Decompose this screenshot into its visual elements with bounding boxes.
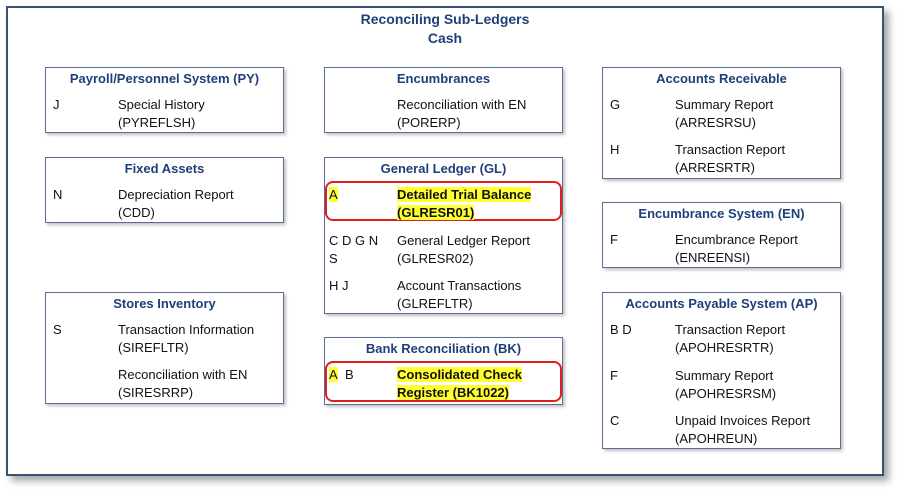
encumbrances-program: (PORERP) bbox=[397, 115, 461, 130]
accounts-payable-title: Accounts Payable System (AP) bbox=[625, 296, 818, 311]
stores-label-1: Transaction Information bbox=[118, 322, 255, 337]
payroll-program: (PYREFLSH) bbox=[118, 115, 196, 130]
gl-code-a: A bbox=[329, 187, 338, 202]
fixed-assets-box: Fixed Assets N Depreciation Report (CDD) bbox=[45, 157, 284, 223]
encumbrance-system-box: Encumbrance System (EN) F Encumbrance Re… bbox=[602, 202, 841, 268]
ap-code-1: B D bbox=[610, 322, 632, 337]
gl-codes-2a: C D G N bbox=[329, 233, 379, 248]
gl-program-1: (GLRESR01) bbox=[397, 205, 475, 220]
general-ledger-box: General Ledger (GL) A Detailed Trial Bal… bbox=[324, 157, 563, 314]
gl-codes-2b: S bbox=[329, 251, 338, 266]
encumbrances-box: Encumbrances Reconciliation with EN (POR… bbox=[324, 67, 563, 133]
bk-code-a: A bbox=[329, 367, 338, 382]
ap-label-1: Transaction Report bbox=[675, 322, 786, 337]
ap-program-2: (APOHRESRSM) bbox=[675, 386, 777, 401]
highlight-outline bbox=[325, 181, 562, 221]
fixed-assets-label: Depreciation Report bbox=[118, 187, 234, 202]
stores-inventory-title: Stores Inventory bbox=[113, 296, 216, 311]
encumbrance-system-title: Encumbrance System (EN) bbox=[638, 206, 805, 221]
accounts-payable-box: Accounts Payable System (AP) B D Transac… bbox=[602, 292, 841, 449]
gl-label-1: Detailed Trial Balance bbox=[397, 187, 532, 202]
fixed-assets-code: N bbox=[53, 187, 63, 202]
diagram-title: Reconciling Sub-Ledgers bbox=[360, 11, 530, 27]
payroll-label: Special History bbox=[118, 97, 205, 112]
ar-label-1: Summary Report bbox=[675, 97, 774, 112]
bk-label: Consolidated Check bbox=[397, 367, 522, 382]
encumbrances-title: Encumbrances bbox=[396, 71, 491, 86]
payroll-code: J bbox=[53, 97, 60, 112]
ar-label-2: Transaction Report bbox=[675, 142, 786, 157]
ap-code-3: C bbox=[610, 413, 620, 428]
ap-program-3: (APOHREUN) bbox=[675, 431, 758, 446]
payroll-title: Payroll/Personnel System (PY) bbox=[69, 71, 260, 86]
highlight-outline bbox=[325, 361, 562, 402]
ap-program-1: (APOHRESRTR) bbox=[675, 340, 774, 355]
diagram-subtitle: Cash bbox=[427, 30, 463, 46]
gl-codes-3: H J bbox=[329, 278, 349, 293]
stores-label-2: Reconciliation with EN bbox=[118, 367, 248, 382]
bk-program: Register (BK1022) bbox=[397, 385, 509, 400]
general-ledger-title: General Ledger (GL) bbox=[380, 161, 507, 176]
gl-program-2: (GLRESR02) bbox=[397, 251, 474, 266]
accounts-receivable-title: Accounts Receivable bbox=[656, 71, 787, 86]
fixed-assets-program: (CDD) bbox=[118, 205, 155, 220]
ap-label-2: Summary Report bbox=[675, 368, 774, 383]
encumbrances-label: Reconciliation with EN bbox=[397, 97, 527, 112]
ar-program-1: (ARRESRSU) bbox=[675, 115, 756, 130]
fixed-assets-title: Fixed Assets bbox=[124, 161, 205, 176]
gl-label-2: General Ledger Report bbox=[397, 233, 530, 248]
accounts-receivable-box: Accounts Receivable G Summary Report (AR… bbox=[602, 67, 841, 179]
bank-reconciliation-box: Bank Reconciliation (BK) A B Consolidate… bbox=[324, 337, 563, 405]
bk-code-b: B bbox=[345, 367, 354, 382]
en-code: F bbox=[610, 232, 618, 247]
payroll-box: Payroll/Personnel System (PY) J Special … bbox=[45, 67, 284, 133]
gl-program-3: (GLREFLTR) bbox=[397, 296, 473, 311]
stores-program-2: (SIRESRRP) bbox=[118, 385, 194, 400]
ar-program-2: (ARRESRTR) bbox=[675, 160, 755, 175]
stores-inventory-box: Stores Inventory S Transaction Informati… bbox=[45, 292, 284, 404]
stores-code: S bbox=[53, 322, 62, 337]
en-program: (ENREENSI) bbox=[675, 250, 751, 265]
ap-label-3: Unpaid Invoices Report bbox=[675, 413, 811, 428]
ap-code-2: F bbox=[610, 368, 618, 383]
bank-reconciliation-title: Bank Reconciliation (BK) bbox=[365, 341, 522, 356]
gl-label-3: Account Transactions bbox=[397, 278, 522, 293]
stores-program-1: (SIREFLTR) bbox=[118, 340, 189, 355]
en-label: Encumbrance Report bbox=[675, 232, 798, 247]
ar-code-2: H bbox=[610, 142, 620, 157]
ar-code-1: G bbox=[610, 97, 621, 112]
